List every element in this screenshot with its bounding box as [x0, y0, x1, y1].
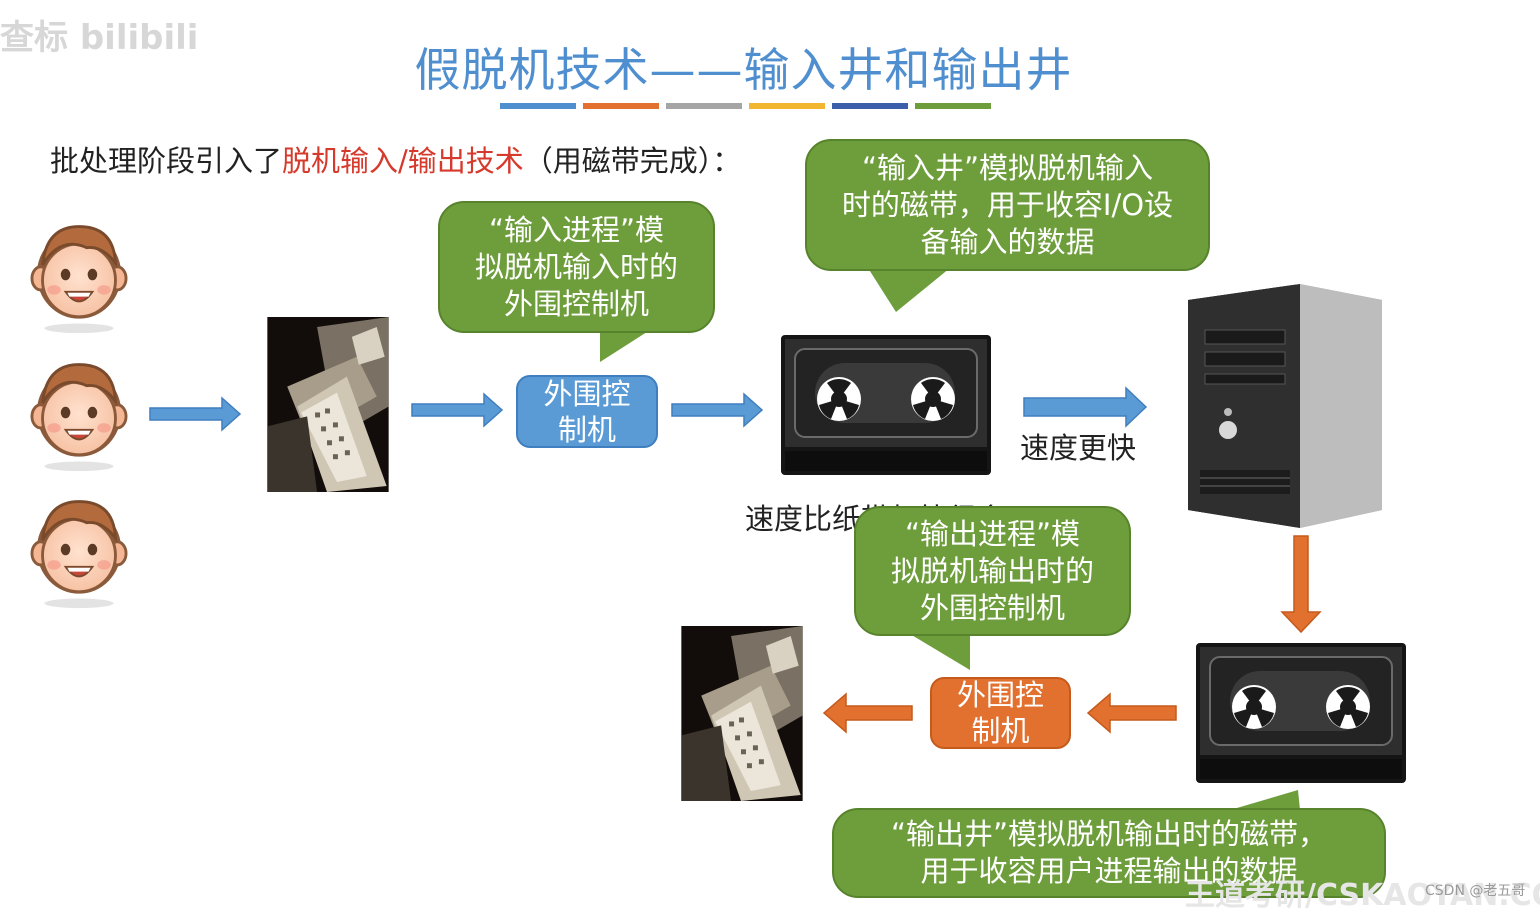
title-underline-segment	[500, 103, 576, 109]
arrow-down-icon	[1280, 535, 1322, 634]
intro-highlight: 脱机输入/输出技术	[282, 144, 524, 178]
input-controller-label: 外围控 制机	[543, 376, 631, 447]
arrow-right-icon	[671, 392, 764, 428]
output-process-bubble: “输出进程”模 拟脱机输出时的 外围控制机	[854, 506, 1131, 636]
arrow-left-icon	[822, 692, 913, 734]
output-controller-label: 外围控 制机	[956, 678, 1044, 748]
arrow-right-icon	[1023, 386, 1148, 428]
computer-tower-icon	[1188, 284, 1382, 528]
output-well-bubble: “输出井”模拟脱机输出时的磁带， 用于收容用户进程输出的数据	[832, 808, 1386, 898]
arrow-left-icon	[1086, 692, 1177, 734]
input-well-bubble: “输入井”模拟脱机输入 时的磁带，用于收容I/O设 备输入的数据	[805, 139, 1210, 271]
page-title: 假脱机技术——输入井和输出井	[414, 43, 1073, 97]
title-underline-segment	[666, 103, 742, 109]
output-controller-node: 外围控 制机	[930, 677, 1071, 749]
input-controller-node: 外围控 制机	[516, 375, 658, 448]
intro-suffix: （用磁带完成）：	[523, 144, 742, 178]
title-underline-segment	[749, 103, 825, 109]
output-process-text: “输出进程”模 拟脱机输出时的 外围控制机	[890, 516, 1094, 625]
bubble-tail	[600, 330, 650, 362]
paper-tape-reader-icon	[267, 317, 389, 492]
output-tape-icon	[1196, 643, 1406, 783]
watermark-credit: CSDN @老五哥	[1425, 883, 1526, 899]
title-underline-segment	[583, 103, 659, 109]
intro-prefix: 批处理阶段引入了	[50, 144, 283, 178]
input-process-bubble: “输入进程”模 拟脱机输入时的 外围控制机	[438, 201, 715, 333]
input-well-text: “输入井”模拟脱机输入 时的磁带，用于收容I/O设 备输入的数据	[841, 150, 1174, 259]
user-1-icon	[30, 225, 128, 335]
paper-tape-printer-icon	[681, 626, 803, 801]
user-2-icon	[30, 363, 128, 473]
input-process-text: “输入进程”模 拟脱机输入时的 外围控制机	[474, 212, 678, 321]
bubble-tail	[1230, 790, 1300, 810]
arrow-right-icon	[149, 396, 242, 432]
bubble-tail	[910, 634, 970, 670]
user-3-icon	[30, 500, 128, 610]
output-well-text: “输出井”模拟脱机输出时的磁带， 用于收容用户进程输出的数据	[890, 817, 1328, 888]
input-tape-icon	[781, 335, 991, 475]
faster-label: 速度更快	[1020, 431, 1137, 465]
bubble-tail	[868, 268, 950, 312]
arrow-right-icon	[411, 392, 504, 428]
watermark-bilibili: 查标 bilibili	[0, 18, 199, 58]
title-underline-segment	[915, 103, 991, 109]
title-underline-segment	[832, 103, 908, 109]
intro-text: 批处理阶段引入了脱机输入/输出技术（用磁带完成）：	[50, 138, 741, 180]
watermark-cskaoyan: 王道考研/CSKAOYAN.COM	[1185, 878, 1540, 913]
